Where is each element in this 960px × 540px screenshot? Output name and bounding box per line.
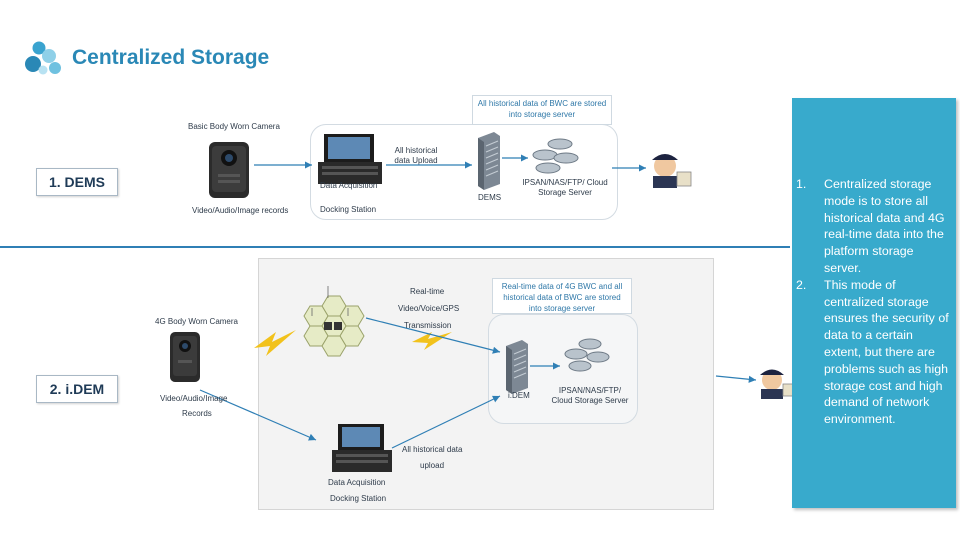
summary-item: 2. This mode of centralized storage ensu… <box>796 277 952 428</box>
idem-records-label-1: Video/Audio/Image <box>160 394 228 403</box>
summary-item: 1. Centralized storage mode is to store … <box>796 176 952 277</box>
idem-storage-callout: Real-time data of 4G BWC and all histori… <box>492 278 632 314</box>
dems-upload-label: All historical data Upload <box>394 146 438 165</box>
docking-station-icon <box>318 134 382 184</box>
dems-flow-region <box>310 124 618 220</box>
summary-list: 1. Centralized storage mode is to store … <box>796 176 952 428</box>
dems-storage-label: IPSAN/NAS/FTP/ Cloud Storage Server <box>522 178 608 197</box>
summary-panel: 1. Centralized storage mode is to store … <box>792 98 956 508</box>
idem-upload-label-1: All historical data <box>402 445 463 454</box>
dems-records-label: Video/Audio/Image records <box>192 206 289 215</box>
officer-icon <box>652 154 692 188</box>
dems-server-label: DEMS <box>478 193 502 202</box>
summary-item-number: 1. <box>796 177 807 191</box>
summary-item-text: This mode of centralized storage ensures… <box>824 277 949 427</box>
page-title: Centralized Storage <box>72 46 270 69</box>
cell-network-icon <box>303 295 365 357</box>
idem-data-acquisition-label: Data Acquisition <box>328 478 386 487</box>
idem-realtime-label-2: Video/Voice/GPS <box>398 304 460 313</box>
dems-section-label: 1. DEMS <box>36 168 118 196</box>
idem-docking-station-label: Docking Station <box>330 494 387 503</box>
idem-section-label: 2. i.DEM <box>36 375 118 403</box>
idem-server-label: i.DEM <box>508 391 530 400</box>
docking-station-icon <box>332 424 392 472</box>
server-rack-icon <box>478 132 500 190</box>
idem-storage-label: IPSAN/NAS/FTP/ Cloud Storage Server <box>551 386 629 405</box>
idem-realtime-label-3: Transmission <box>404 321 452 330</box>
dems-storage-callout: All historical data of BWC are stored in… <box>472 95 612 125</box>
logo-icon <box>25 41 61 75</box>
dems-data-acquisition-label: Data Acquisition <box>320 181 378 190</box>
server-rack-icon <box>506 340 528 394</box>
body-camera-icon <box>209 142 249 198</box>
dems-camera-label: Basic Body Worn Camera <box>188 122 280 131</box>
idem-records-label-2: Records <box>182 409 212 418</box>
officer-icon <box>760 369 796 399</box>
idem-camera-label: 4G Body Worn Camera <box>155 317 238 326</box>
lightning-icon <box>254 330 296 356</box>
idem-realtime-label-1: Real-time <box>410 287 445 296</box>
lightning-icon <box>412 332 452 350</box>
section-divider <box>0 246 790 248</box>
storage-disks-icon <box>532 138 579 174</box>
idem-upload-label-2: upload <box>420 461 445 470</box>
dems-docking-station-label: Docking Station <box>320 205 377 214</box>
summary-item-text: Centralized storage mode is to store all… <box>824 177 945 275</box>
summary-item-number: 2. <box>796 277 807 292</box>
storage-disks-icon <box>564 338 610 372</box>
body-camera-icon <box>170 332 200 382</box>
